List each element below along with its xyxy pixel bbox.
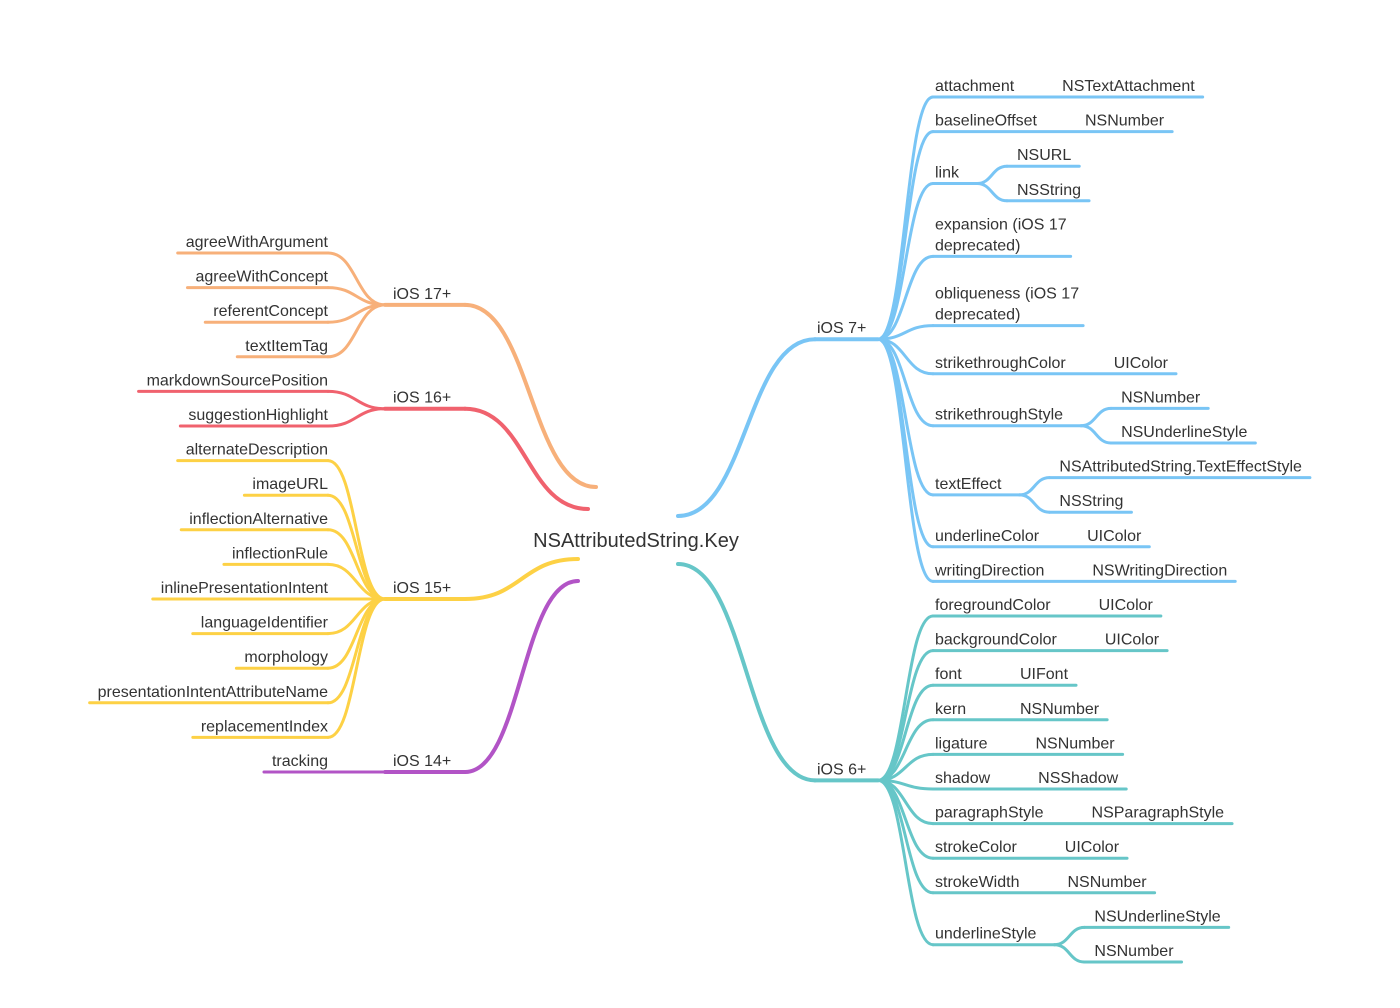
edge-ios-16-to-suggestionhighlight xyxy=(326,407,387,428)
branch-label-ios-15: iOS 15+ xyxy=(393,580,451,597)
leaf-label-replacementindex: replacementIndex xyxy=(201,718,328,735)
child-label-shadow: shadow xyxy=(935,770,991,787)
type-label-nsshadow: NSShadow xyxy=(1038,770,1118,787)
child-label-obliqueness-ios-17-deprecated-line-1: obliqueness (iOS 17 xyxy=(935,286,1079,303)
leaf-label-alternatedescription: alternateDescription xyxy=(186,442,328,459)
edge-link-to-nsurl xyxy=(975,164,1009,185)
edge-root-to-ios-16 xyxy=(463,406,590,511)
edge-texteffect-to-nsattributedstring-texteffectstyle xyxy=(1017,476,1051,497)
edge-ios-7-to-baselineoffset xyxy=(876,130,935,341)
type-label-nstextattachment: NSTextAttachment xyxy=(1062,78,1195,95)
child-label-kern: kern xyxy=(935,701,966,718)
edge-ios-6-to-strokewidth xyxy=(876,778,935,895)
branch-label-ios-14: iOS 14+ xyxy=(393,753,451,770)
type-label-nsnumber: NSNumber xyxy=(1121,389,1201,406)
child-label-texteffect: textEffect xyxy=(935,476,1002,493)
type-label-uicolor: UIColor xyxy=(1087,528,1142,545)
edge-ios-6-to-strokecolor xyxy=(876,778,935,860)
leaf-label-morphology: morphology xyxy=(244,649,328,666)
type-label-nsstring: NSString xyxy=(1017,182,1081,199)
child-label-underlinecolor: underlineColor xyxy=(935,528,1040,545)
leaf-label-textitemtag: textItemTag xyxy=(245,338,328,355)
child-label-backgroundcolor: backgroundColor xyxy=(935,632,1058,649)
leaf-label-referentconcept: referentConcept xyxy=(213,303,328,320)
edge-root-to-ios-17 xyxy=(463,302,598,489)
child-label-attachment: attachment xyxy=(935,78,1015,95)
edge-ios-6-to-backgroundcolor xyxy=(876,649,935,782)
child-label-link: link xyxy=(935,165,960,182)
type-label-nsparagraphstyle: NSParagraphStyle xyxy=(1092,805,1225,822)
type-label-uifont: UIFont xyxy=(1020,666,1069,683)
child-label-expansion-ios-17-deprecated-line-2: deprecated) xyxy=(935,237,1020,254)
child-label-underlinestyle: underlineStyle xyxy=(935,926,1037,943)
edge-ios-7-to-expansion-ios-17-deprecated xyxy=(876,254,935,341)
edge-ios-16-to-markdownsourceposition xyxy=(326,389,387,411)
type-label-uicolor: UIColor xyxy=(1114,355,1169,372)
child-label-obliqueness-ios-17-deprecated-line-2: deprecated) xyxy=(935,307,1020,324)
type-label-nsurl: NSURL xyxy=(1017,147,1071,164)
edge-ios-6-to-underlinestyle xyxy=(876,778,935,947)
child-label-paragraphstyle: paragraphStyle xyxy=(935,805,1044,822)
edge-texteffect-to-nsstring xyxy=(1017,493,1051,514)
edge-ios-15-to-replacementindex xyxy=(326,597,387,739)
leaf-label-markdownsourceposition: markdownSourcePosition xyxy=(147,372,328,389)
type-label-nsattributedstring-texteffectstyle: NSAttributedString.TextEffectStyle xyxy=(1059,459,1302,476)
leaf-label-suggestionhighlight: suggestionHighlight xyxy=(188,407,328,424)
type-label-nsnumber: NSNumber xyxy=(1085,113,1165,130)
leaf-label-inflectionalternative: inflectionAlternative xyxy=(189,511,328,528)
type-label-nsstring: NSString xyxy=(1059,493,1123,510)
child-label-baselineoffset: baselineOffset xyxy=(935,113,1038,130)
type-label-nsnumber: NSNumber xyxy=(1094,943,1174,960)
leaf-label-agreewithargument: agreeWithArgument xyxy=(186,234,329,251)
edge-underlinestyle-to-nsnumber xyxy=(1052,943,1086,964)
branch-label-ios-16: iOS 16+ xyxy=(393,390,451,407)
child-label-writingdirection: writingDirection xyxy=(934,562,1044,579)
edge-ios-7-to-attachment xyxy=(876,95,935,341)
type-label-uicolor: UIColor xyxy=(1099,597,1154,614)
type-label-nsnumber: NSNumber xyxy=(1035,735,1115,752)
branch-label-ios-6: iOS 6+ xyxy=(817,761,866,778)
edge-root-to-ios-6 xyxy=(676,562,817,783)
child-label-expansion-ios-17-deprecated-line-1: expansion (iOS 17 xyxy=(935,216,1067,233)
leaf-label-imageurl: imageURL xyxy=(252,476,328,493)
type-label-nswritingdirection: NSWritingDirection xyxy=(1092,562,1227,579)
branch-label-ios-7: iOS 7+ xyxy=(817,320,866,337)
type-label-nsnumber: NSNumber xyxy=(1020,701,1100,718)
edge-ios-7-to-link xyxy=(876,182,935,341)
edge-ios-15-to-alternatedescription xyxy=(326,459,387,601)
edge-strikethroughstyle-to-nsnumber xyxy=(1079,406,1113,428)
edge-ios-7-to-underlinecolor xyxy=(876,337,935,549)
child-label-strokecolor: strokeColor xyxy=(935,839,1017,856)
edge-root-to-ios-14 xyxy=(463,579,580,774)
leaf-label-tracking: tracking xyxy=(272,753,328,770)
leaf-label-agreewithconcept: agreeWithConcept xyxy=(195,269,328,286)
edge-root-to-ios-15 xyxy=(463,557,580,601)
child-label-strikethroughstyle: strikethroughStyle xyxy=(935,407,1063,424)
leaf-label-inlinepresentationintent: inlinePresentationIntent xyxy=(161,580,329,597)
child-label-strokewidth: strokeWidth xyxy=(935,874,1019,891)
child-label-foregroundcolor: foregroundColor xyxy=(935,597,1051,614)
edge-link-to-nsstring xyxy=(975,182,1009,203)
edge-strikethroughstyle-to-nsunderlinestyle xyxy=(1079,424,1113,445)
type-label-nsunderlinestyle: NSUnderlineStyle xyxy=(1094,908,1220,925)
branch-label-ios-17: iOS 17+ xyxy=(393,286,451,303)
edge-ios-17-to-textitemtag xyxy=(326,303,387,359)
type-label-uicolor: UIColor xyxy=(1065,839,1120,856)
child-label-ligature: ligature xyxy=(935,735,988,752)
root-node-label: NSAttributedString.Key xyxy=(533,530,739,552)
type-label-uicolor: UIColor xyxy=(1105,632,1160,649)
leaf-label-presentationintentattributename: presentationIntentAttributeName xyxy=(98,684,328,701)
type-label-nsnumber: NSNumber xyxy=(1067,874,1147,891)
leaf-label-inflectionrule: inflectionRule xyxy=(232,545,328,562)
leaf-label-languageidentifier: languageIdentifier xyxy=(201,615,329,632)
type-label-nsunderlinestyle: NSUnderlineStyle xyxy=(1121,424,1247,441)
edge-ios-7-to-writingdirection xyxy=(876,337,935,583)
child-label-strikethroughcolor: strikethroughColor xyxy=(935,355,1066,372)
edge-root-to-ios-7 xyxy=(676,337,817,518)
edge-underlinestyle-to-nsunderlinestyle xyxy=(1052,925,1086,947)
child-label-font: font xyxy=(935,666,962,683)
